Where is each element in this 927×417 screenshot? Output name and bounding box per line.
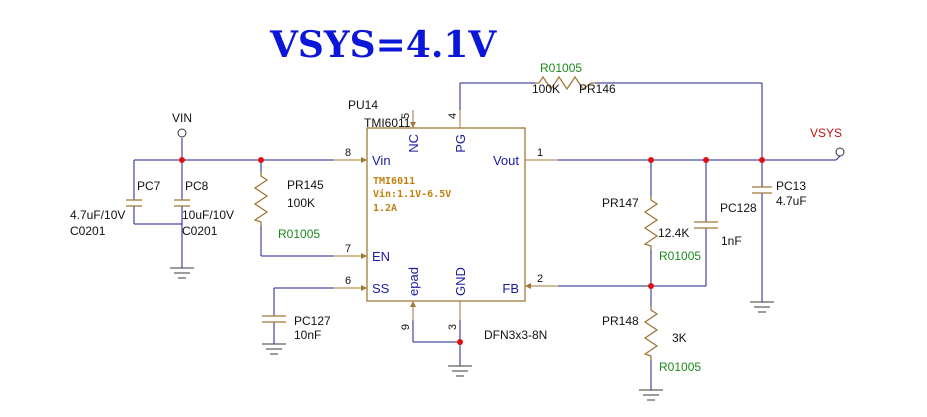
- pr146-package: R01005: [540, 61, 582, 75]
- pin-nc-arrow: [410, 122, 416, 128]
- capacitor-pc127: [262, 315, 286, 323]
- pin-number-nc: 5: [400, 113, 412, 119]
- junction-pr147: [648, 157, 654, 163]
- pr148-ref: PR148: [602, 314, 639, 328]
- ground-symbol-pc13: [750, 301, 774, 313]
- pc13-value: 4.7uF: [776, 194, 807, 208]
- pin-number-vout: 1: [537, 147, 543, 159]
- pc7-value: 4.7uF/10V: [70, 208, 125, 222]
- pc128-ref: PC128: [720, 201, 757, 215]
- net-label-vsys: VSYS: [810, 126, 842, 140]
- pin-number-vin: 8: [345, 147, 351, 159]
- pc128-value: 1nF: [721, 234, 742, 248]
- pr146-value: 100K: [532, 82, 560, 96]
- junction-gnd: [457, 339, 463, 345]
- junction-pr145: [258, 157, 264, 163]
- junction-fb: [648, 283, 654, 289]
- pc127-value: 10nF: [294, 328, 321, 342]
- pin-en-arrow: [361, 253, 367, 259]
- pin-number-fb: 2: [537, 273, 543, 285]
- ground-symbol-ic: [448, 365, 472, 377]
- resistor-pr145: [253, 172, 269, 226]
- input-wiring: [133, 128, 334, 344]
- pr147-package: R01005: [659, 249, 701, 263]
- capacitor-pc128: [694, 221, 718, 229]
- wire-vsys-port: [835, 155, 841, 161]
- ground-symbol-input-caps: [170, 267, 194, 279]
- pc8-ref: PC8: [185, 179, 209, 193]
- pc7-ref: PC7: [137, 179, 161, 193]
- ground-symbol-pr148: [639, 389, 663, 401]
- pin-name-vin: Vin: [372, 153, 391, 168]
- capacitor-pc7: [126, 199, 142, 207]
- pin-name-ss: SS: [372, 281, 390, 296]
- pin-vin-arrow: [361, 157, 367, 163]
- pr147-value: 12.4K: [658, 226, 689, 240]
- vin-port: [177, 128, 187, 138]
- resistor-pr147: [643, 196, 659, 250]
- ic-part: TMI6011: [364, 116, 411, 130]
- pr145-ref: PR145: [287, 178, 324, 192]
- ic-body: [366, 127, 526, 302]
- pin-epad-arrow: [410, 301, 416, 307]
- pin-number-pg: 4: [447, 113, 459, 119]
- ic-inner-vin-range: Vin:1.1V-6.5V: [373, 188, 451, 200]
- pin-number-gnd: 3: [447, 324, 459, 330]
- vsys-port: [835, 147, 845, 157]
- pin-fb-arrow: [525, 283, 531, 289]
- ground-symbol-pc127: [262, 343, 286, 355]
- pin-name-nc: NC: [406, 134, 421, 153]
- pin-name-gnd: GND: [453, 267, 468, 296]
- capacitor-pc13: [752, 186, 772, 194]
- ic-inner-name: TMI6011: [373, 176, 415, 187]
- pin-number-ss: 6: [345, 275, 351, 287]
- pin-name-fb: FB: [502, 281, 519, 296]
- pin-number-epad: 9: [400, 324, 412, 330]
- pr147-ref: PR147: [602, 196, 639, 210]
- pr148-value: 3K: [672, 331, 687, 345]
- output-wiring: [412, 82, 845, 390]
- pin-name-vout: Vout: [493, 153, 519, 168]
- ic-inner-current: 1.2A: [373, 203, 397, 214]
- pc8-package: C0201: [182, 224, 218, 238]
- pin-name-pg: PG: [453, 134, 468, 153]
- pin-name-en: EN: [372, 249, 390, 264]
- pc13-ref: PC13: [776, 179, 806, 193]
- pr146-ref: PR146: [579, 82, 616, 96]
- pr145-package: R01005: [278, 227, 320, 241]
- capacitor-pc8: [174, 199, 190, 207]
- pc127-ref: PC127: [294, 314, 331, 328]
- pin-number-en: 7: [345, 243, 351, 255]
- diagram-title: VSYS=4.1V: [269, 24, 497, 66]
- ic-package: DFN3x3-8N: [484, 328, 547, 342]
- resistor-pr148: [643, 306, 659, 360]
- pin-ss-arrow: [361, 285, 367, 291]
- junction-pc128: [703, 157, 709, 163]
- pc8-value: 10uF/10V: [182, 208, 234, 222]
- resistor-pr146: [535, 75, 595, 91]
- net-label-vin: VIN: [172, 111, 192, 125]
- junction-vin: [179, 157, 185, 163]
- pin-name-epad: epad: [406, 267, 421, 296]
- ic-tmi6011: Vin EN SS Vout FB NC PG epad GND 8 7 6 1…: [334, 110, 558, 330]
- pc7-package: C0201: [70, 224, 106, 238]
- junction-vsys: [759, 157, 765, 163]
- ic-ref: PU14: [348, 98, 378, 112]
- pr148-package: R01005: [659, 360, 701, 374]
- pr145-value: 100K: [287, 196, 315, 210]
